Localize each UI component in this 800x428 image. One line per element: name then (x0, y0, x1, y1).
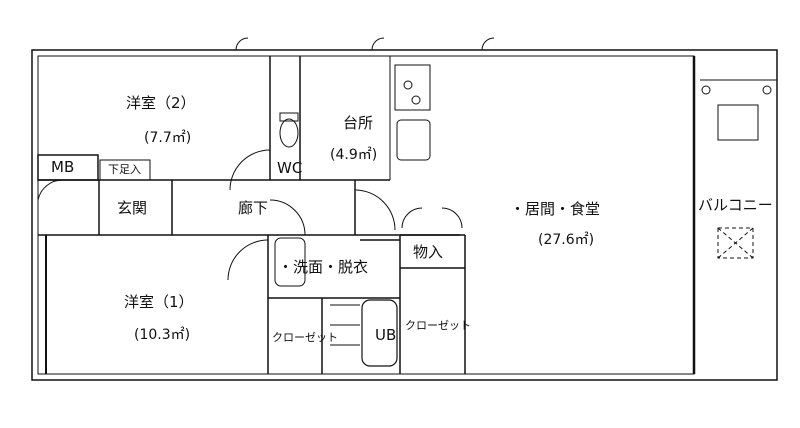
room-label-living-dining: ・居間・食堂 (510, 200, 601, 218)
burner-1 (403, 80, 413, 90)
wash-basin (274, 237, 306, 287)
mb-box (37, 154, 99, 181)
room-label-wc: WC (277, 159, 303, 177)
room-label-storage: 物入 (413, 243, 444, 261)
balcony-hatch (717, 227, 754, 259)
burner-2 (411, 95, 421, 105)
window-sash-2 (371, 37, 385, 51)
door-room2 (229, 149, 271, 191)
kitchen-sink (396, 119, 431, 161)
balcony-hatch-diag-2 (717, 227, 754, 259)
shoe-storage-box (99, 159, 151, 181)
room-label-balcony: バルコニー (698, 196, 773, 214)
window-sash-3 (481, 37, 495, 51)
room-label-closet-1: クローゼット (272, 331, 338, 344)
door-room1 (227, 239, 269, 281)
drain-1 (701, 85, 711, 95)
outer-wall (31, 49, 778, 381)
toilet-tank (279, 112, 299, 122)
ac-unit (717, 104, 759, 141)
room-area-living-dining: (27.6㎡) (538, 232, 595, 248)
room-label-shoe-storage: 下足入 (108, 163, 141, 176)
room-label-washroom: ・洗面・脱衣 (278, 258, 369, 276)
room-area-western-1: (10.3㎡) (134, 327, 191, 343)
room-area-western-2: (7.7㎡) (144, 130, 192, 146)
stove (394, 64, 431, 111)
door-corridor (269, 199, 306, 236)
room-label-entrance: 玄関 (117, 199, 148, 217)
door-entrance (37, 179, 64, 201)
window-sash-1 (235, 37, 249, 51)
toilet (279, 118, 299, 148)
door-storage-left (401, 207, 423, 229)
room-label-corridor: 廊下 (238, 199, 269, 217)
door-living (354, 189, 396, 231)
door-storage-right (441, 207, 463, 229)
room-label-unit-bath: UB (375, 326, 397, 344)
room-label-western-2: 洋室（2） (126, 94, 196, 112)
room-label-mb: MB (51, 158, 75, 176)
room-label-closet-2: クローゼット (405, 319, 471, 332)
bathtub (361, 299, 398, 367)
room-area-kitchen: (4.9㎡) (330, 147, 378, 163)
room-label-western-1: 洋室（1） (124, 293, 194, 311)
drain-2 (762, 85, 772, 95)
room-label-kitchen: 台所 (343, 114, 374, 132)
